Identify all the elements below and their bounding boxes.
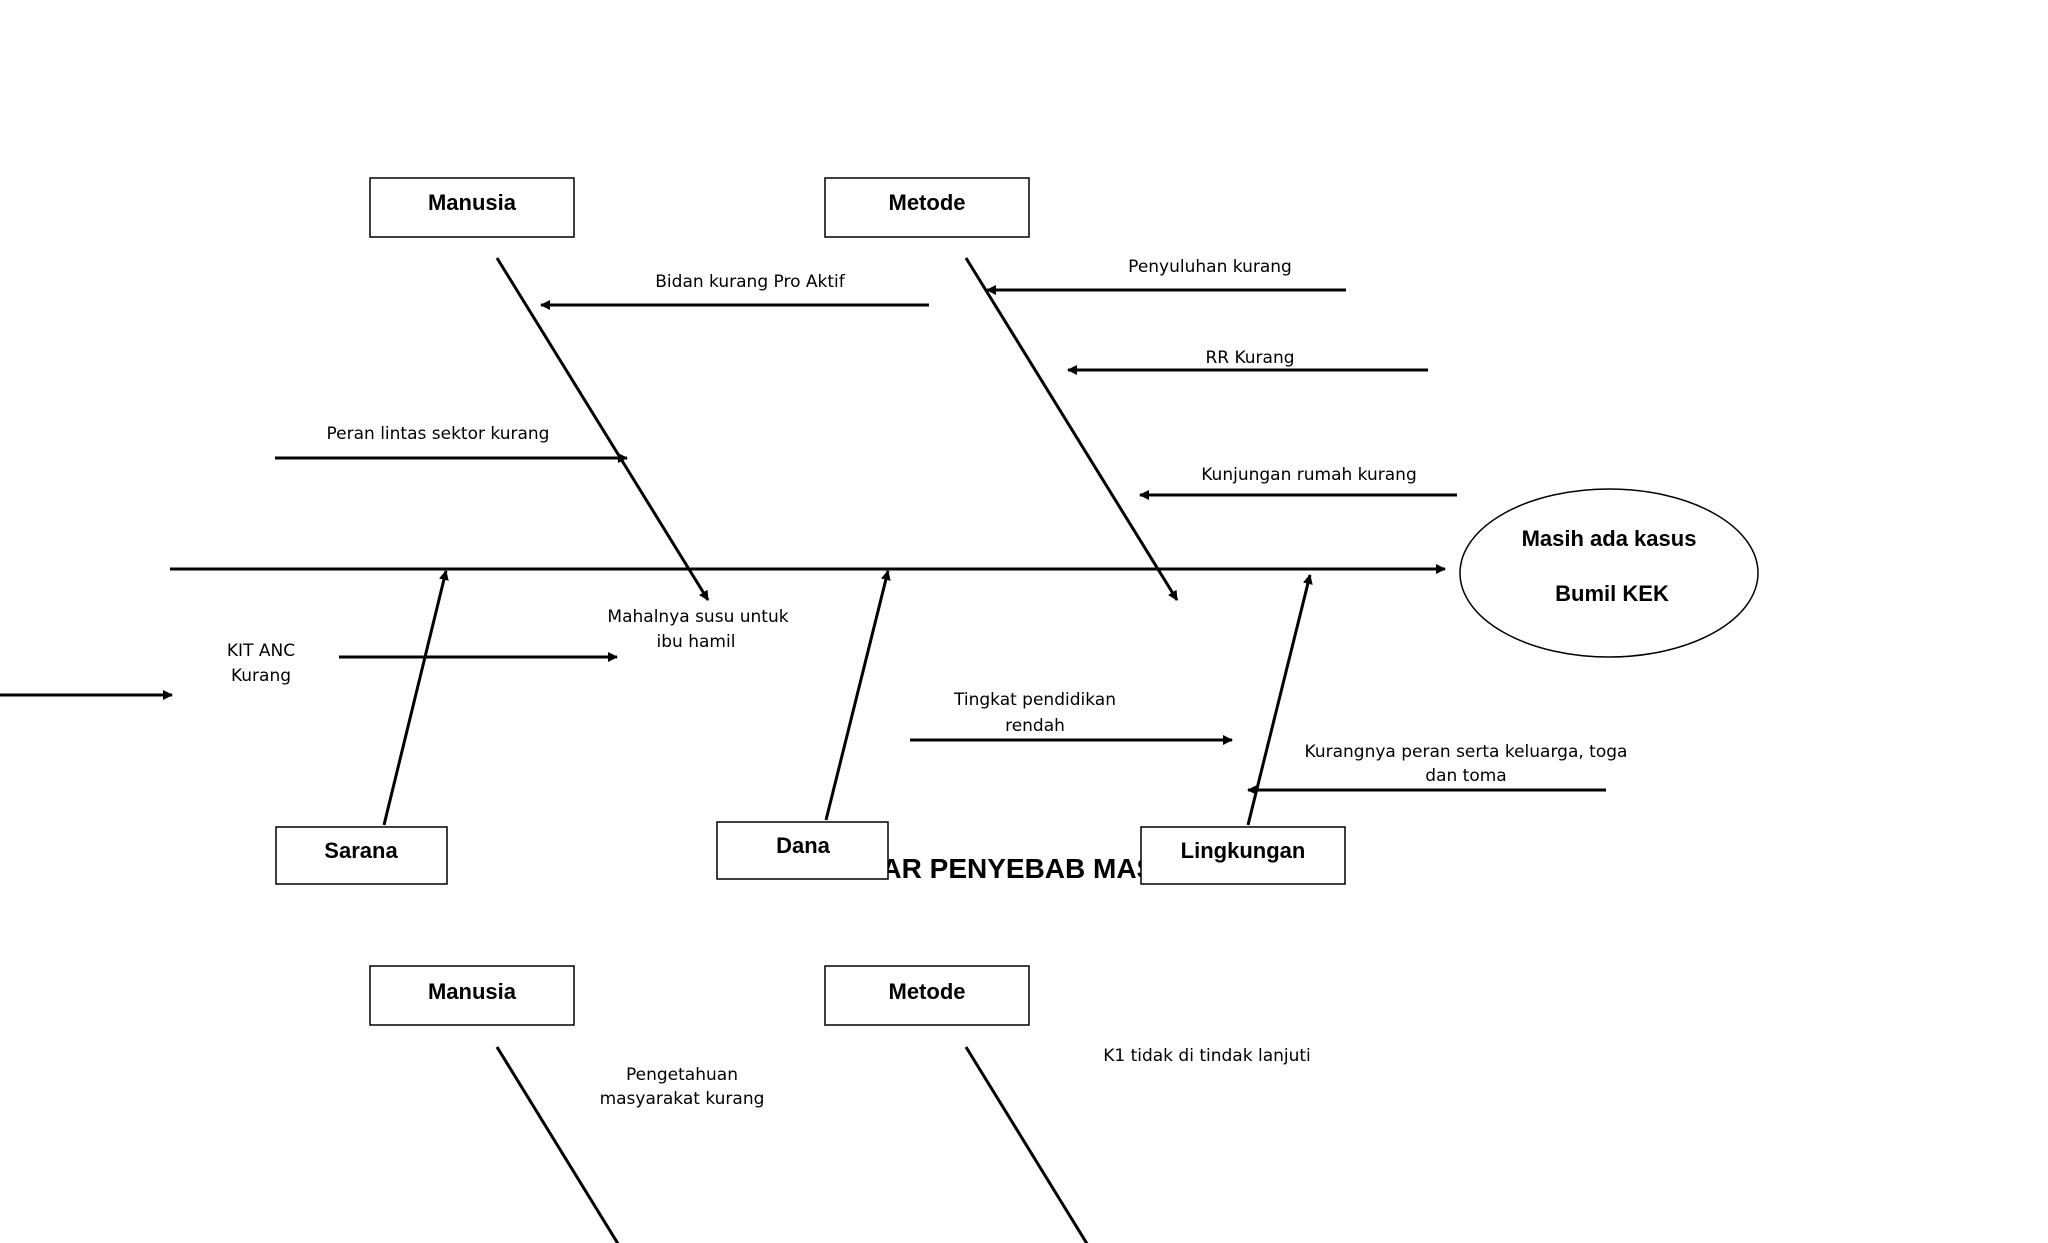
- bottom-fishbone: Manusia Metode Pengetahuan masyarakat ku…: [369, 965, 1311, 1243]
- bone-metode-2: [964, 1046, 1089, 1243]
- bone-manusia-2: [495, 1046, 620, 1243]
- cause-label-pengetahuan-1: Pengetahuan: [626, 1065, 738, 1085]
- cause-label-pendidikan-1: Tingkat pendidikan: [953, 690, 1116, 710]
- category-box-dana: Dana: [716, 821, 889, 880]
- category-label: Manusia: [428, 190, 517, 215]
- cause-label-bidan: Bidan kurang Pro Aktif: [655, 272, 845, 292]
- cause-label-penyuluhan: Penyuluhan kurang: [1128, 257, 1292, 277]
- category-label: Manusia: [428, 979, 517, 1004]
- problem-head-line2: Bumil KEK: [1555, 581, 1669, 606]
- bone-dana: [824, 570, 891, 821]
- top-fishbone: Manusia Metode Sarana Dana Lingkungan Ma…: [0, 177, 1759, 885]
- cause-label-susu-2: ibu hamil: [657, 632, 736, 652]
- category-label: Metode: [889, 979, 966, 1004]
- bone-sarana: [382, 570, 449, 826]
- cause-label-kit-2: Kurang: [231, 666, 291, 686]
- category-box-sarana: Sarana: [275, 826, 448, 885]
- category-box-lingkungan: Lingkungan: [1140, 826, 1346, 885]
- cause-label-pengetahuan-2: masyarakat kurang: [600, 1089, 765, 1109]
- category-label: Metode: [889, 190, 966, 215]
- category-box-manusia-2: Manusia: [369, 965, 575, 1026]
- cause-label-keluarga-1: Kurangnya peran serta keluarga, toga: [1305, 742, 1628, 762]
- cause-label-pendidikan-2: rendah: [1005, 716, 1065, 736]
- cause-label-k1: K1 tidak di tindak lanjuti: [1103, 1046, 1311, 1066]
- category-box-metode-2: Metode: [824, 965, 1030, 1026]
- bone-manusia: [495, 257, 710, 601]
- category-label: Lingkungan: [1181, 838, 1306, 863]
- category-box-manusia: Manusia: [369, 177, 575, 238]
- category-label: Sarana: [324, 838, 398, 863]
- problem-head: Masih ada kasus Bumil KEK: [1459, 488, 1759, 658]
- category-box-metode: Metode: [824, 177, 1030, 238]
- cause-label-rr: RR Kurang: [1205, 348, 1294, 368]
- category-label: Dana: [776, 833, 831, 858]
- bone-metode: [964, 257, 1179, 601]
- cause-label-kit-1: KIT ANC: [227, 641, 295, 661]
- cause-label-keluarga-2: dan toma: [1425, 766, 1506, 786]
- bone-lingkungan: [1246, 574, 1313, 826]
- problem-head-line1: Masih ada kasus: [1522, 526, 1697, 551]
- cause-label-kunjungan: Kunjungan rumah kurang: [1201, 465, 1417, 485]
- cause-label-susu-1: Mahalnya susu untuk: [607, 607, 788, 627]
- cause-label-peran-lintas: Peran lintas sektor kurang: [327, 424, 550, 444]
